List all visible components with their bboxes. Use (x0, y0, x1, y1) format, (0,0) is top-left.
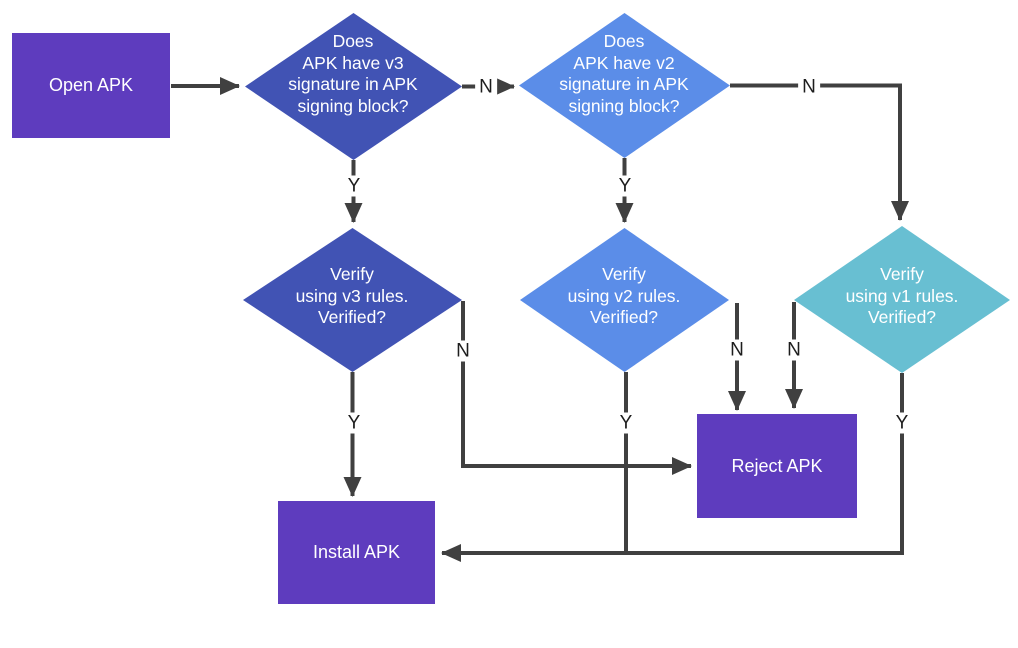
open-apk-node: Open APK (12, 33, 170, 138)
edge-label-check-v2-yes: Y (614, 175, 636, 197)
edge-label-verify-v1-yes: Y (891, 412, 913, 434)
verify-v2-diamond (520, 228, 729, 372)
edge-label-verify-v2-no: N (726, 339, 748, 361)
check-v2-label: Does APK have v2 signature in APK signin… (559, 31, 689, 116)
reject-apk-label: Reject APK (731, 455, 823, 476)
edge-label-verify-v2-yes: Y (615, 412, 637, 434)
check-v3-label: Does APK have v3 signature in APK signin… (288, 31, 418, 116)
edge-label-verify-v3-no: N (452, 340, 474, 362)
verify-v2-label: Verify using v2 rules. Verified? (567, 264, 681, 327)
check-v3-diamond (245, 13, 462, 160)
edge-label-check-v2-no: N (798, 76, 820, 98)
verify-v3-label: Verify using v3 rules. Verified? (295, 264, 409, 327)
install-apk-label: Install APK (312, 542, 401, 562)
check-v2-diamond (519, 13, 730, 158)
open-apk-label: Open APK (48, 75, 134, 95)
edge-label-verify-v3-yes: Y (343, 412, 365, 434)
edge-label-verify-v1-no: N (783, 339, 805, 361)
edge-check-v2-no-to-verify-v1 (730, 83, 909, 221)
edge-label-check-v3-no: N (475, 76, 497, 98)
reject-apk-node: Reject APK (697, 414, 857, 518)
verify-v1-diamond (794, 226, 1010, 373)
edge-label-check-v3-yes: Y (343, 175, 365, 197)
install-apk-node: Install APK (278, 501, 435, 604)
verify-v3-diamond (243, 228, 462, 372)
verify-v1-label: Verify using v1 rules. Verified? (845, 264, 959, 327)
